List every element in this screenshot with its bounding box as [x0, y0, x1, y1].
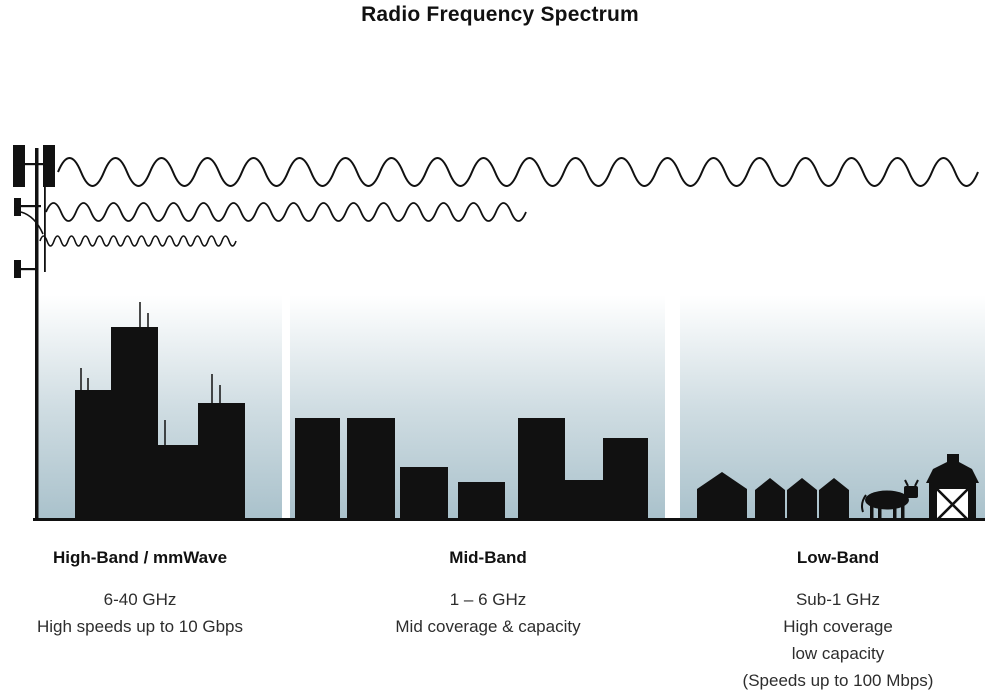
highband-city-skyline — [75, 302, 245, 520]
skyscraper — [111, 327, 158, 520]
cell-tower-icon — [13, 145, 55, 520]
house-icon — [755, 478, 785, 520]
building — [603, 438, 648, 520]
house-icon — [819, 478, 849, 520]
band-name: Low-Band — [796, 548, 880, 567]
band-name: High-Band / mmWave — [52, 548, 228, 567]
band-label-midband: Mid-Band 1 – 6 GHz Mid coverage & capaci… — [328, 548, 648, 640]
ground-line — [33, 518, 985, 521]
skyscraper — [198, 403, 245, 520]
band-description: High coverage — [783, 617, 893, 636]
house-icon — [787, 478, 817, 520]
band-description: Mid coverage & capacity — [395, 617, 581, 636]
building — [565, 480, 603, 520]
long-wavelength-wave-icon — [57, 157, 979, 187]
band-description: (Speeds up to 100 Mbps) — [742, 671, 934, 690]
building — [400, 467, 448, 520]
band-description: low capacity — [791, 644, 885, 663]
band-name: Mid-Band — [449, 548, 527, 567]
band-frequency: Sub-1 GHz — [795, 590, 881, 609]
medium-wavelength-wave-icon — [45, 202, 527, 222]
short-wavelength-wave-icon — [39, 235, 237, 247]
band-label-highband: High-Band / mmWave 6-40 GHz High speeds … — [10, 548, 270, 640]
band-frequency: 1 – 6 GHz — [449, 590, 527, 609]
building — [347, 418, 395, 520]
building — [295, 418, 340, 520]
cow-icon — [861, 479, 919, 520]
band-label-lowband: Low-Band Sub-1 GHz High coverage low cap… — [678, 548, 998, 694]
band-frequency: 6-40 GHz — [103, 590, 177, 609]
skyscraper — [158, 445, 198, 520]
house-icon — [697, 472, 747, 520]
band-description: High speeds up to 10 Gbps — [36, 617, 244, 636]
building — [458, 482, 505, 520]
barn-icon — [926, 454, 979, 521]
midband-town-skyline — [295, 418, 648, 520]
skyscraper — [75, 390, 111, 520]
spectrum-illustration — [13, 145, 985, 521]
diagram-title: Radio Frequency Spectrum — [361, 3, 639, 26]
lowband-rural-scene — [697, 454, 979, 521]
building — [518, 418, 565, 520]
